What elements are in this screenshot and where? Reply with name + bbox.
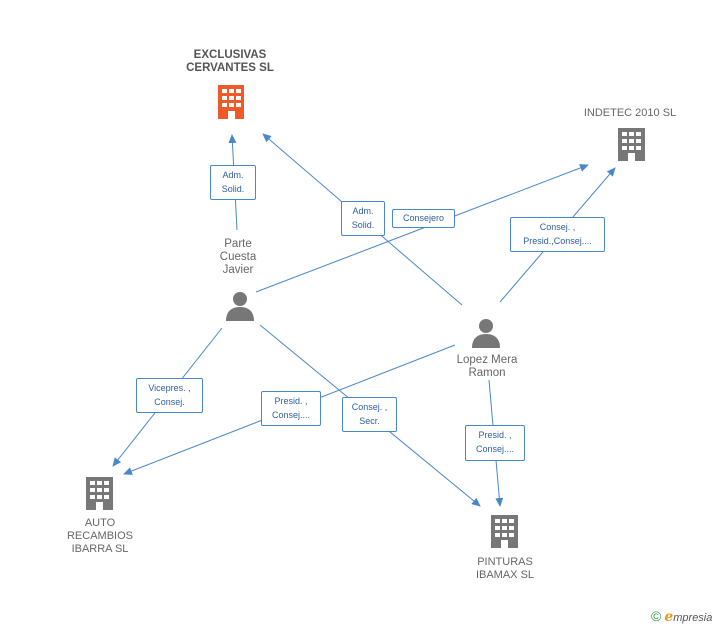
node-label-auto[interactable]: AUTO RECAMBIOS IBARRA SL: [66, 517, 133, 555]
person-icon[interactable]: [226, 292, 254, 321]
person-icon[interactable]: [472, 319, 500, 348]
building-icon[interactable]: [86, 477, 113, 510]
building-icon[interactable]: [618, 128, 645, 161]
edge-label-consej-presid: Consej. , Presid.,Consej....: [510, 217, 605, 252]
building-icon[interactable]: [491, 515, 518, 548]
node-label-parte[interactable]: Parte Cuesta Javier: [219, 238, 257, 276]
node-label-pinturas[interactable]: PINTURAS IBAMAX SL: [475, 556, 535, 581]
node-label-lopez[interactable]: Lopez Mera Ramon: [456, 354, 518, 379]
edge-label-presid-1: Presid. , Consej....: [261, 391, 321, 426]
edge-label-adm-solid-2: Adm. Solid.: [341, 201, 385, 236]
edge-label-consejero: Consejero: [392, 209, 455, 228]
edges: [112, 133, 616, 507]
edge-label-adm-solid-1: Adm. Solid.: [210, 165, 256, 200]
edge-label-consej-secr: Consej. , Secr.: [342, 397, 397, 432]
node-label-exclusivas[interactable]: EXCLUSIVAS CERVANTES SL: [186, 49, 274, 74]
brand-logo-e: e: [664, 609, 674, 625]
node-label-indetec[interactable]: INDETEC 2010 SL: [583, 107, 677, 119]
edge-label-vicepres: Vicepres. , Consej.: [136, 378, 203, 413]
brand-name: mpresia: [673, 612, 713, 624]
edge-parte-indetec: [255, 164, 589, 293]
building-icon[interactable]: [218, 85, 244, 119]
copyright-icon: ©: [651, 608, 662, 624]
edge-label-presid-2: Presid. , Consej....: [465, 425, 525, 461]
footer-brand: ©empresia: [651, 608, 712, 625]
